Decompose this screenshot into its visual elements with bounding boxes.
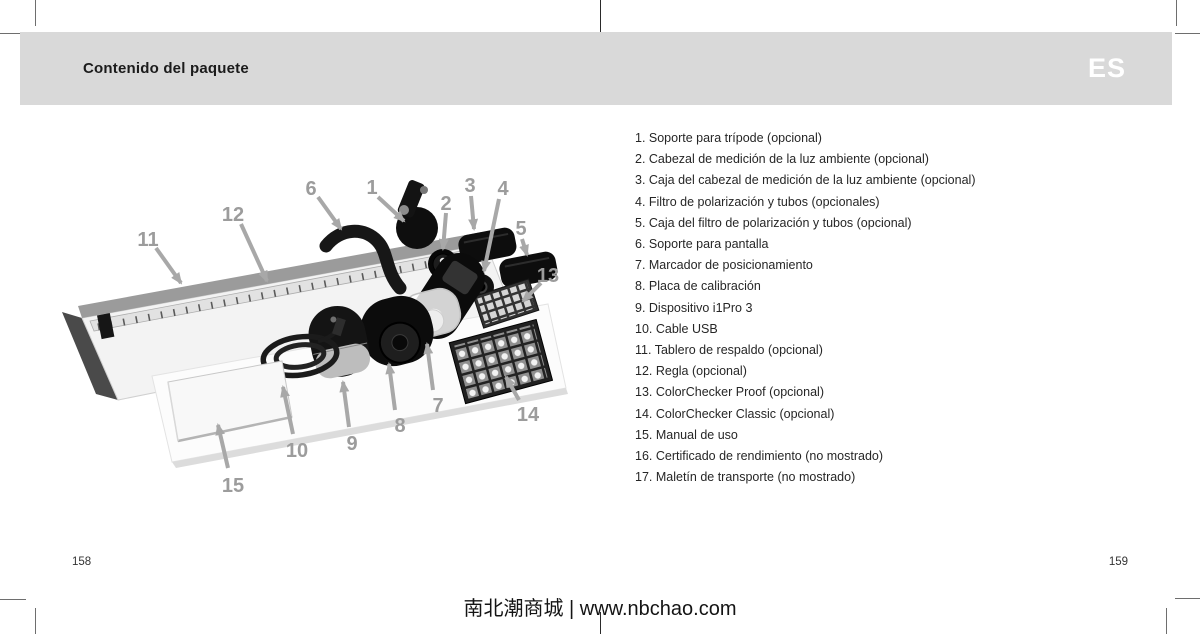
package-list-item: 1. Soporte para trípode (opcional) <box>635 131 822 145</box>
package-list-item: 8. Placa de calibración <box>635 279 761 294</box>
package-list-item: 12. Regla (opcional) <box>635 364 747 379</box>
figure-callout-7: 7 <box>432 395 443 417</box>
figure-callout-5: 5 <box>515 218 526 240</box>
page-title: Contenido del paquete <box>83 60 249 77</box>
package-list-item: 15. Manual de uso <box>635 427 738 442</box>
tripod-holder <box>396 180 438 249</box>
figure-callout-arrow-14 <box>504 375 521 401</box>
calibration-plate <box>360 295 434 367</box>
figure-callout-arrow-4 <box>481 198 501 273</box>
crop-mark <box>35 608 36 634</box>
figure-callout-arrow-7 <box>423 342 435 391</box>
figure-callout-10: 10 <box>286 440 308 462</box>
header-band: Contenido del paquete ES <box>20 32 1172 105</box>
package-contents-list: 1. Soporte para trípode (opcional) 2. Ca… <box>635 128 1105 488</box>
figure-callout-arrow-1 <box>376 195 406 223</box>
figure-callout-arrow-10 <box>280 385 295 435</box>
crop-mark <box>1176 0 1177 26</box>
figure-callout-13: 13 <box>537 265 559 287</box>
figure-callout-11: 11 <box>137 229 158 251</box>
package-list-item: 13. ColorChecker Proof (opcional) <box>635 385 824 400</box>
user-manual <box>167 360 293 443</box>
package-list-item: 4. Filtro de polarización y tubos (opcio… <box>635 194 880 209</box>
figure-callout-arrow-8 <box>385 362 397 411</box>
usb-cable <box>260 317 346 379</box>
figure-callout-14: 14 <box>517 404 540 426</box>
watermark: 南北潮商城 | www.nbchao.com <box>463 598 737 620</box>
figure-callout-arrow-5 <box>519 238 529 257</box>
figure-callout-8: 8 <box>394 415 405 437</box>
ruler <box>89 248 477 340</box>
figure-callout-15: 15 <box>222 475 244 497</box>
figure-callout-arrow-13 <box>521 281 543 303</box>
figure-callout-1: 1 <box>366 177 377 199</box>
package-list-item: 11. Tablero de respaldo (opcional) <box>635 343 823 358</box>
package-list-item: 3. Caja del cabezal de medición de la lu… <box>635 173 976 188</box>
filter-box <box>499 251 558 288</box>
language-badge: ES <box>1087 53 1126 83</box>
figure-callout-arrow-2 <box>438 212 449 251</box>
crop-mark <box>600 0 601 36</box>
crop-mark <box>1175 598 1200 599</box>
figure-callout-arrow-12 <box>239 223 269 283</box>
figure-callout-arrow-15 <box>215 423 230 469</box>
crop-mark <box>35 0 36 26</box>
page-number-left: 158 <box>72 556 92 568</box>
crop-mark <box>0 33 26 34</box>
figure-callout-6: 6 <box>305 178 316 200</box>
package-list-item: 14. ColorChecker Classic (opcional) <box>635 406 835 421</box>
figure-callout-arrow-11 <box>154 246 183 285</box>
crop-mark <box>0 599 26 600</box>
figure-callout-2: 2 <box>440 193 451 215</box>
colorchecker-classic <box>448 318 554 405</box>
package-list-item: 2. Cabezal de medición de la luz ambient… <box>635 152 929 167</box>
figure-callout-12: 12 <box>222 204 244 226</box>
figure-callout-4: 4 <box>497 178 509 200</box>
package-list-item: 17. Maletín de transporte (no mostrado) <box>635 470 856 485</box>
package-list-item: 5. Caja del filtro de polarización y tub… <box>635 215 912 230</box>
package-list-item: 6. Soporte para pantalla <box>635 237 769 252</box>
crop-mark <box>1166 608 1167 634</box>
figure-callout-3: 3 <box>464 175 475 197</box>
crop-mark <box>600 612 601 634</box>
figure-callout-arrow-9 <box>339 380 351 428</box>
figure-callout-9: 9 <box>346 433 357 455</box>
display-holder-strap <box>319 224 407 295</box>
package-list-item: 10. Cable USB <box>635 321 718 336</box>
package-list-item: 9. Dispositivo i1Pro 3 <box>635 300 753 315</box>
package-list-item: 16. Certificado de rendimiento (no mostr… <box>635 449 884 464</box>
page-number-right: 159 <box>1108 556 1128 568</box>
figure-callout-arrow-3 <box>468 195 479 231</box>
package-list-item: 7. Marcador de posicionamiento <box>635 258 813 273</box>
crop-mark <box>1175 33 1200 34</box>
figure-callout-arrow-6 <box>316 195 343 231</box>
